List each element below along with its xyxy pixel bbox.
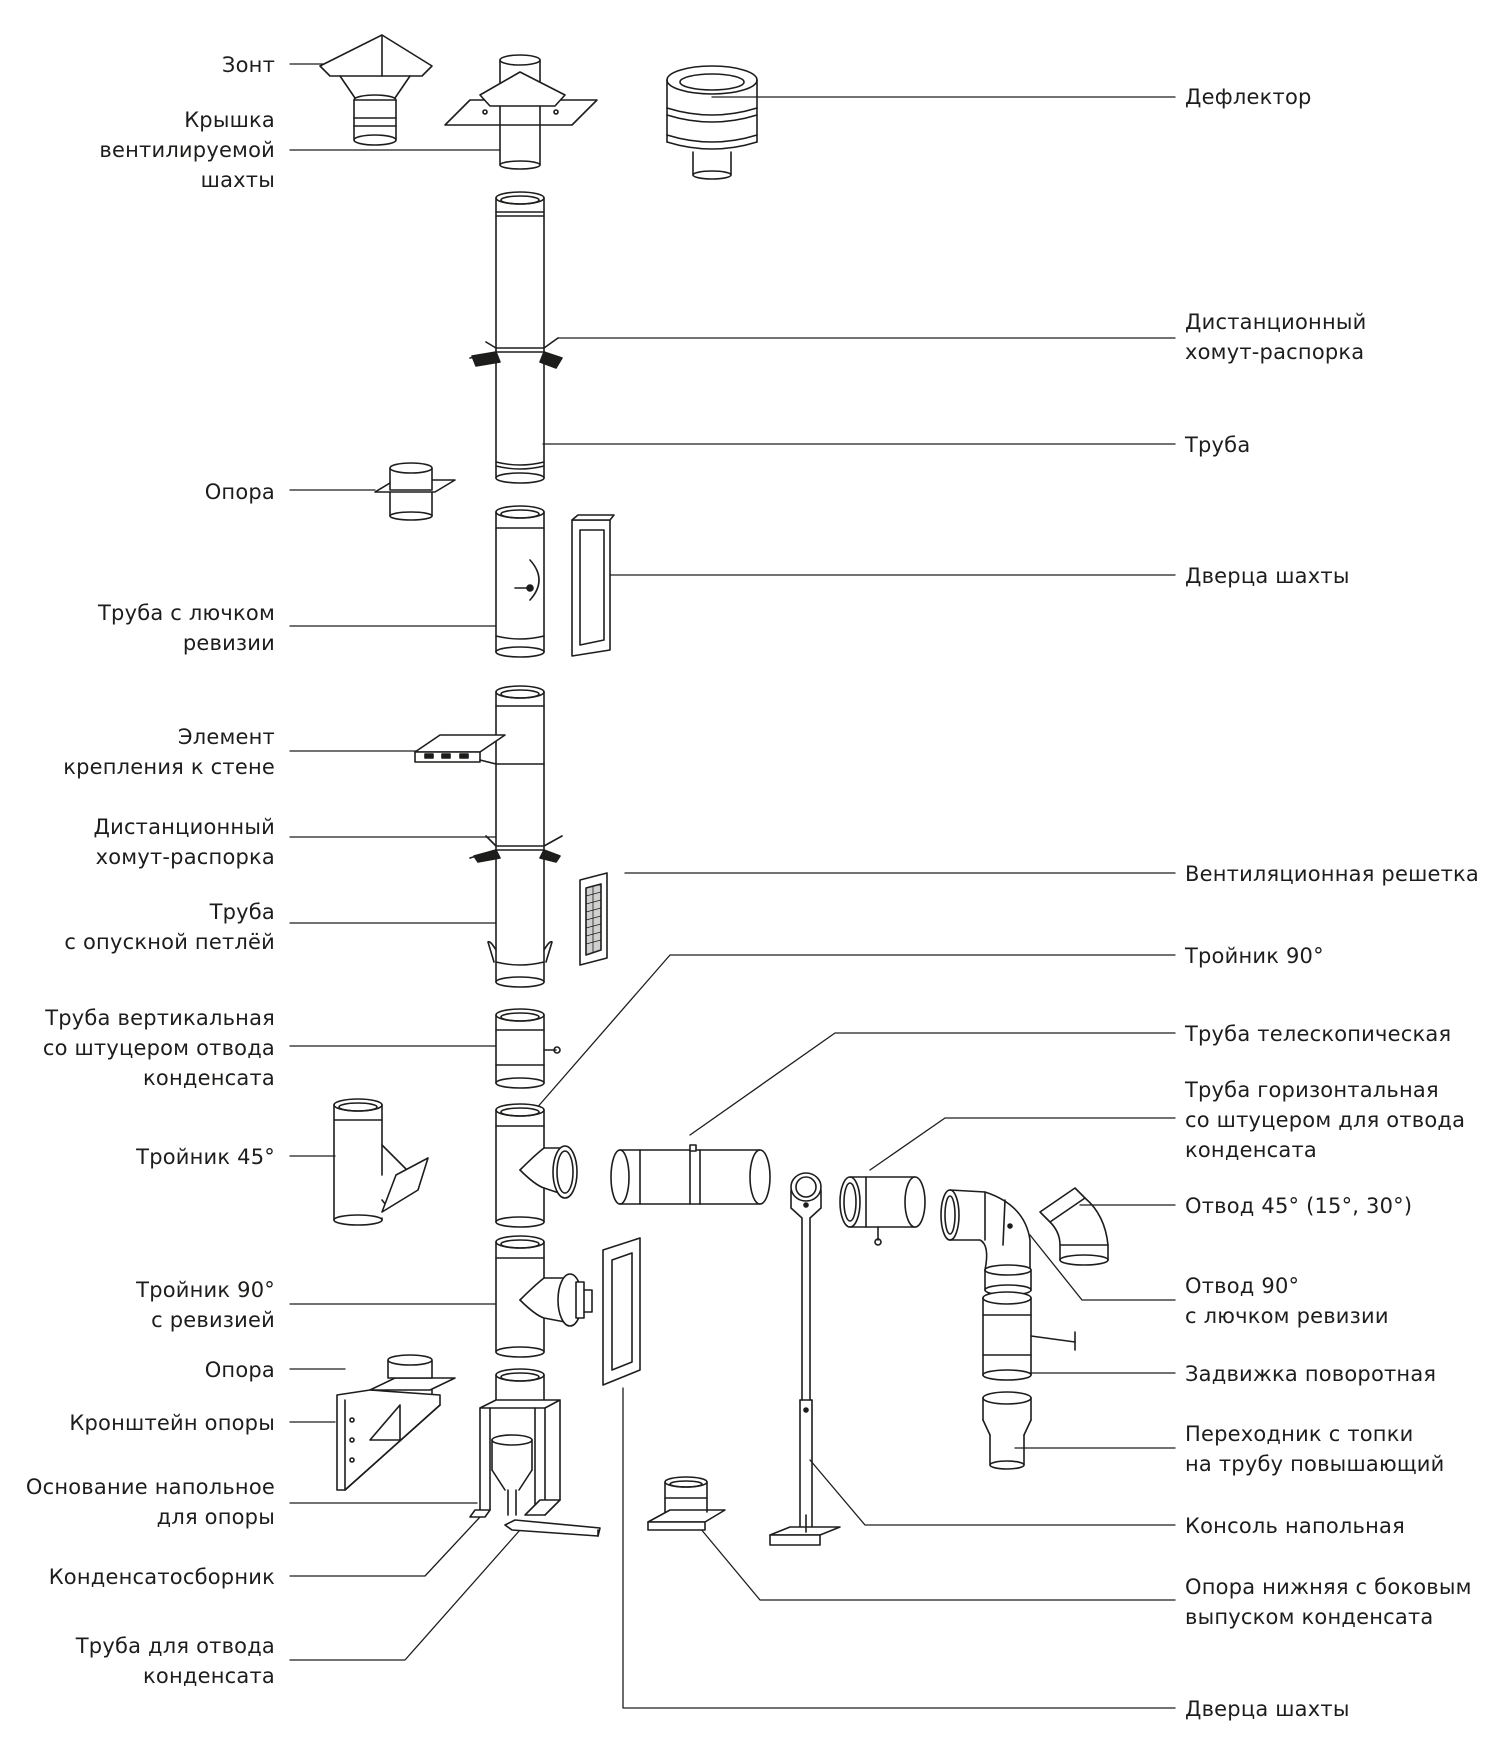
- label-reshetka: Вентиляционная решетка: [1185, 862, 1479, 886]
- truba-otvoda-part: [504, 1519, 601, 1537]
- label-osnovanie: Основание напольное для опоры: [25, 1475, 275, 1529]
- konsol-part: [769, 1172, 841, 1546]
- label-opora-top: Опора: [204, 480, 275, 504]
- dverca-upper-part: [571, 514, 615, 657]
- label-troynik-45: Тройник 45°: [136, 1145, 275, 1169]
- otvod-90-part: [940, 1189, 1032, 1296]
- opora-upper-part: [374, 462, 456, 521]
- label-opora-bottom: Опора: [204, 1358, 275, 1382]
- label-dverca-bottom: Дверца шахты: [1185, 1697, 1350, 1721]
- zont-part: [319, 34, 433, 146]
- label-perekhodnik: Переходник с топки на трубу повышающий: [1185, 1422, 1445, 1476]
- label-kryshka: Крышка вентилируемой шахты: [99, 108, 275, 192]
- otvod-45-part: [1039, 1187, 1109, 1266]
- troynik-90-part: [495, 1103, 578, 1228]
- perekhodnik-part: [982, 1391, 1032, 1470]
- label-truba: Труба: [1185, 433, 1251, 457]
- label-dverca-top: Дверца шахты: [1185, 564, 1350, 588]
- reshetka-part: [579, 872, 608, 966]
- kondensatosbornik-part: [491, 1434, 533, 1516]
- label-truba-teleskop: Труба телескопическая: [1185, 1022, 1452, 1046]
- truba-gorizont-part: [839, 1176, 926, 1246]
- truba-teleskop-part: [610, 1144, 771, 1205]
- kryshka-part: [444, 54, 598, 170]
- label-zadvizhka: Задвижка поворотная: [1185, 1362, 1437, 1386]
- label-khomut-right: Дистанционный хомут-распорка: [1185, 310, 1367, 364]
- label-truba-revizii: Труба с лючком ревизии: [98, 601, 275, 655]
- label-truba-vertikalnaya: Труба вертикальная со штуцером отвода ко…: [42, 1006, 275, 1090]
- troynik-90-revizia-part: [495, 1235, 593, 1358]
- dverca-lower-part: [602, 1237, 641, 1386]
- troynik-45-part: [333, 1098, 429, 1226]
- label-otvod-45: Отвод 45° (15°, 30°): [1185, 1194, 1413, 1218]
- label-truba-petlya: Труба с опускной петлёй: [64, 900, 275, 954]
- label-opora-nizhnyaya: Опора нижняя с боковым выпуском конденса…: [1185, 1575, 1472, 1629]
- label-otvod-90: Отвод 90° с лючком ревизии: [1185, 1274, 1389, 1328]
- osnovanie-part: [469, 1368, 561, 1518]
- label-konsol: Консоль напольная: [1185, 1514, 1405, 1538]
- pipe-1: [469, 191, 563, 484]
- zadvizhka-part: [982, 1291, 1076, 1381]
- label-troynik-90-revizia: Тройник 90° с ревизией: [136, 1278, 275, 1332]
- label-deflektor: Дефлектор: [1185, 85, 1312, 109]
- pipe-2: [495, 505, 545, 658]
- label-element-krepleniya: Элемент крепления к стене: [63, 725, 275, 779]
- pipe-3: [414, 685, 563, 988]
- leader-lines: [289, 63, 1176, 1709]
- label-troynik-90: Тройник 90°: [1185, 944, 1324, 968]
- deflektor-part: [666, 65, 758, 180]
- label-kondensatosbornik: Конденсатосборник: [48, 1565, 275, 1589]
- opora-nizhnyaya-part: [647, 1476, 726, 1531]
- kronshteyn-part: [336, 1389, 441, 1491]
- label-truba-gorizont: Труба горизонтальная со штуцером для отв…: [1185, 1078, 1466, 1162]
- label-zont: Зонт: [221, 53, 275, 77]
- pipe-4: [495, 1008, 561, 1089]
- label-truba-otvoda: Труба для отвода конденсата: [75, 1634, 275, 1688]
- label-kronshteyn: Кронштейн опоры: [69, 1411, 275, 1435]
- label-khomut-left: Дистанционный хомут-распорка: [93, 815, 275, 869]
